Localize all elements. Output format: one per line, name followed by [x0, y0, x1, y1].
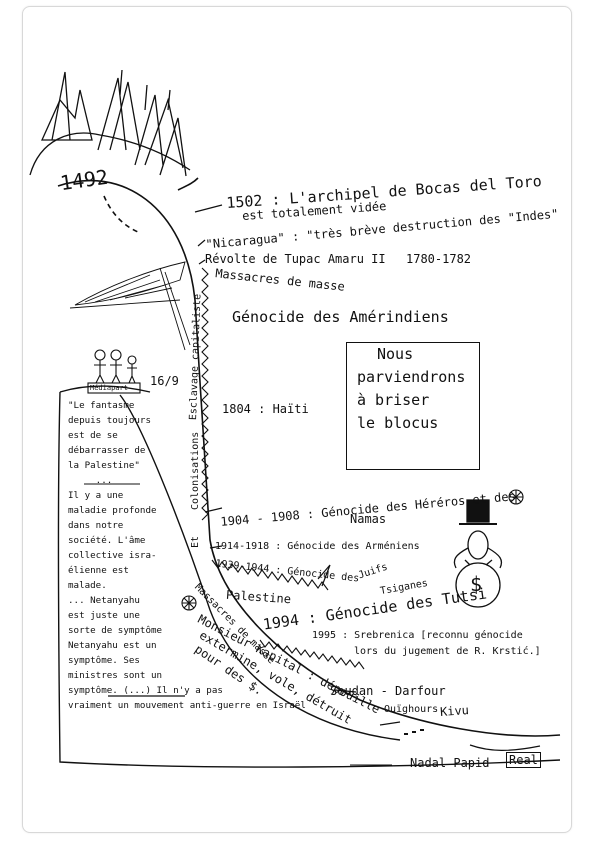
capitalist-figure: [453, 499, 503, 608]
curve-et: Et: [190, 535, 201, 548]
label-ouighours: Ouïghours: [384, 704, 439, 715]
mediapart-label: Médiapart: [90, 384, 128, 392]
mountain-sketch: [69, 261, 191, 351]
timeline-curve: [57, 179, 561, 737]
quote-line: vraiment un mouvement anti-guerre en Isr…: [68, 700, 306, 711]
quote-bubble: [57, 391, 561, 768]
label-hereros-2: Namas: [350, 512, 387, 526]
quote-line: est de se: [68, 430, 118, 441]
curve-colonisations: Colonisations: [190, 431, 201, 510]
box-line: le blocus: [357, 414, 439, 432]
quote-line: ministres sont un: [68, 670, 163, 681]
ships-drawing: [29, 69, 191, 177]
dollar-sign: $: [470, 572, 483, 596]
box-line: Nous: [377, 345, 414, 363]
label-kivu: Kivu: [439, 703, 470, 719]
blocus-box: Nous parviendrons à briser le blocus: [346, 342, 480, 470]
quote-line: débarrasser de: [68, 445, 146, 456]
label-soudan: Soudan - Darfour: [330, 684, 446, 698]
quote-line: malade.: [68, 580, 107, 591]
quote-line: maladie profonde: [68, 505, 157, 516]
quote-text: "Le fantasme depuis toujours est de se déba…: [68, 398, 306, 713]
label-srebrenica-2: lors du jugement de R. Krstić.]: [354, 646, 541, 657]
label-armeniens: 1914-1918 : Génocide des Arméniens: [215, 541, 420, 552]
quote-line: sorte de symptôme: [68, 625, 163, 636]
notebook-page: [22, 6, 572, 833]
label-genocide-amerindiens: Génocide des Amérindiens: [232, 308, 449, 326]
label-tupac: Révolte de Tupac Amaru II: [205, 252, 386, 266]
quote-line: société. L'âme: [68, 535, 146, 546]
asterisk-icons: [181, 489, 524, 611]
date-16-9: 16/9: [150, 374, 179, 388]
box-line: à briser: [357, 391, 430, 409]
quote-line: élienne est: [68, 565, 129, 576]
quote-line: collective isra-: [68, 550, 157, 561]
quote-line: ... Netanyahu: [68, 595, 140, 606]
zigzag-chain: [201, 267, 209, 521]
quote-line: symptôme. (...) Il n'y a pas: [68, 685, 223, 696]
box-line: parviendrons: [357, 368, 466, 386]
people-drawing: [87, 349, 141, 394]
label-haiti: 1804 : Haïti: [222, 402, 309, 416]
real-tag: Real: [506, 752, 541, 768]
quote-line: la Palestine": [68, 460, 140, 471]
quote-line: Il y a une: [68, 490, 124, 501]
quote-line: est juste une: [68, 610, 140, 621]
quote-line: Netanyahu est un: [68, 640, 157, 651]
quote-line: "Le fantasme: [68, 400, 135, 411]
label-tupac-years: 1780-1782: [406, 252, 472, 266]
quote-line: symptôme. Ses: [68, 655, 140, 666]
signature: Nadal Papid: [410, 756, 490, 770]
label-srebrenica-1: 1995 : Srebrenica [reconnu génocide: [312, 630, 523, 641]
quote-line: depuis toujours: [68, 415, 151, 426]
quote-line: ...: [68, 475, 113, 486]
quote-line: dans notre: [68, 520, 124, 531]
